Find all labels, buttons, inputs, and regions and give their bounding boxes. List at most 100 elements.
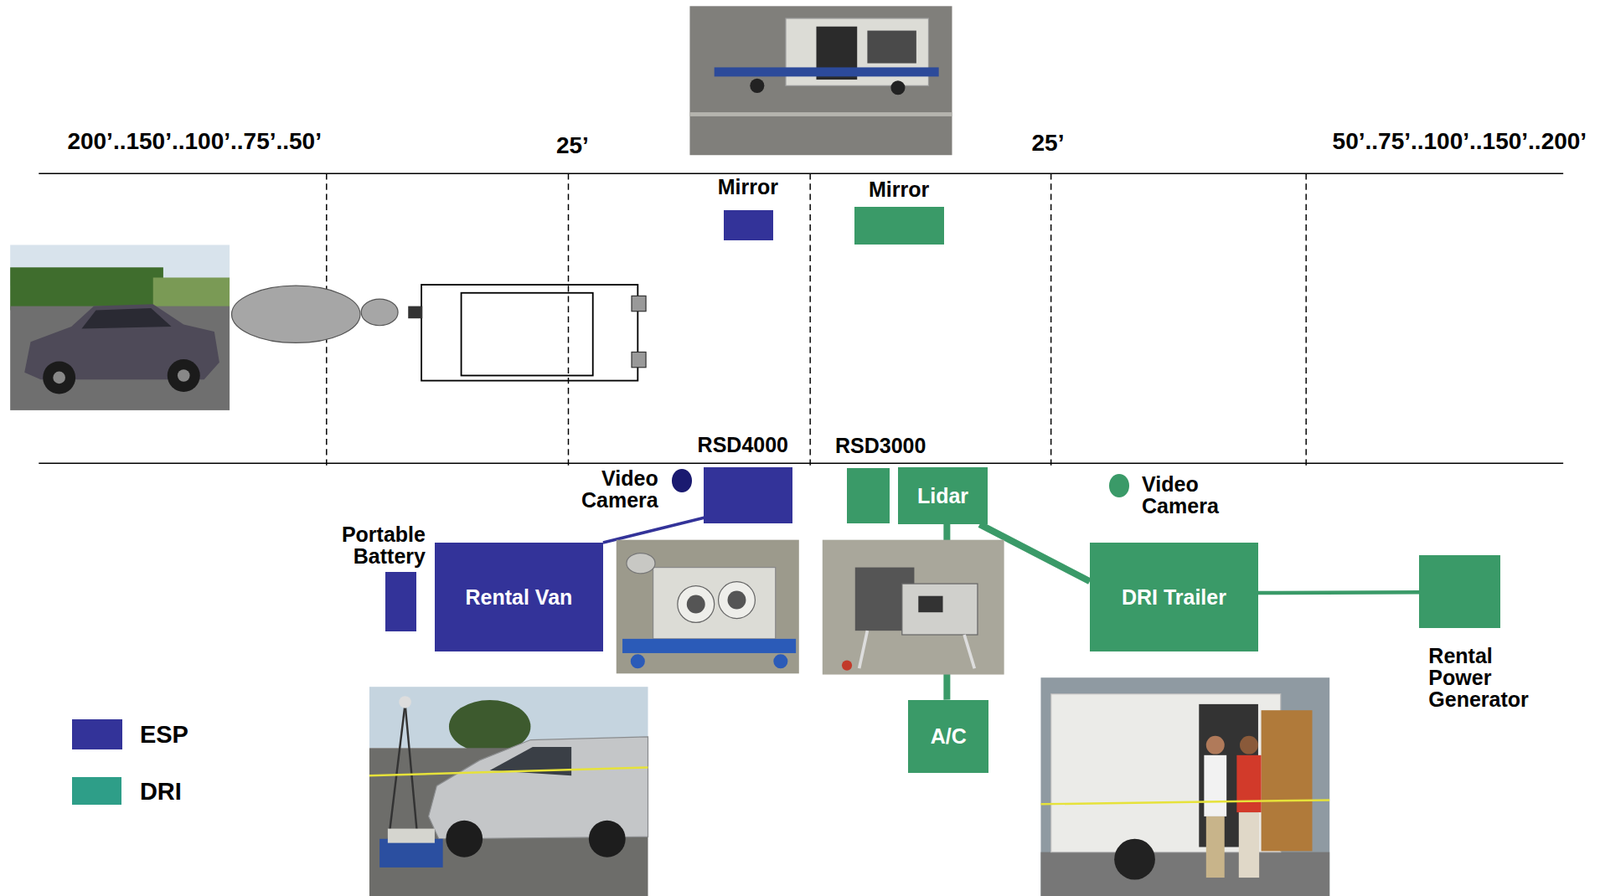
legend-label: ESP [139, 721, 189, 749]
frame-foot [773, 654, 788, 669]
trailer-wheel [890, 80, 905, 95]
person [1203, 755, 1227, 817]
ac-box: A/C [908, 700, 989, 775]
ground [1040, 852, 1330, 896]
trailer-photo [1040, 677, 1330, 896]
instrument-box [653, 567, 776, 640]
sensor-box: RSD3000 [846, 468, 890, 524]
connector [603, 517, 705, 543]
rsd4000-photo [616, 540, 800, 675]
distance-label: 25’ [556, 132, 589, 160]
trailer-window [867, 30, 916, 64]
sensor-box: RSD4000 [703, 467, 793, 524]
node-label: Mirror [868, 178, 930, 201]
node-label: RSD4000 [697, 433, 789, 456]
car-photo [10, 244, 230, 410]
stand-leg [859, 630, 868, 669]
detector-lens [686, 594, 706, 614]
sky [1040, 677, 1330, 896]
legend-swatch [72, 719, 123, 751]
van-wheel [445, 820, 483, 858]
lidar-window [918, 596, 943, 613]
node-label: RSD3000 [835, 434, 926, 457]
distance-marker [567, 173, 569, 466]
box-label: Rental Van [464, 586, 573, 609]
detector-port [718, 582, 756, 620]
hedge [10, 267, 164, 310]
instrument-frame [622, 639, 796, 654]
person-legs [1206, 816, 1225, 878]
tripod-leg [405, 704, 419, 848]
trailer-frame [714, 67, 940, 77]
mirror-box: Mirror [854, 206, 945, 245]
frame-foot [630, 654, 646, 669]
car-wheel [167, 359, 201, 393]
trailer-box: DRI Trailer [1089, 542, 1259, 652]
box-label: DRI Trailer [1121, 586, 1227, 609]
person-head [1206, 736, 1225, 755]
connector-line [1258, 590, 1420, 595]
trailer-wheel [749, 78, 764, 93]
vehicle-cabin [461, 293, 594, 377]
node-label: Video Camera [570, 467, 659, 511]
mirror-box: Mirror [723, 210, 775, 242]
photo-ground [616, 540, 800, 675]
node-label: Video Camera [1141, 473, 1230, 517]
distance-marker [1050, 173, 1052, 466]
van-photo [369, 686, 649, 896]
battery-box: Portable Battery [385, 572, 417, 632]
lidar-photo [822, 540, 1005, 676]
wheel-hub [177, 369, 191, 382]
camera-dot: Video Camera [1109, 474, 1130, 498]
headlight [631, 295, 646, 311]
exhaust-plume [232, 285, 361, 343]
detector-lens [727, 591, 747, 610]
exhaust-plume [361, 299, 398, 326]
trailer-door [1261, 710, 1313, 852]
lidar-optics [902, 583, 978, 635]
box-label: Lidar [917, 485, 969, 507]
road-edge [38, 172, 1564, 175]
headlight [631, 351, 646, 367]
node-label: Portable Battery [331, 523, 426, 568]
distance-label: 200’..150’..100’..75’..50’ [67, 128, 322, 155]
vehicle-outline [421, 284, 638, 382]
generator-box: Rental Power Generator [1419, 555, 1500, 630]
trailer-wheel [1114, 839, 1156, 881]
safety-tape [1040, 800, 1330, 805]
trailer-photo [689, 5, 952, 155]
camera-dot: Video Camera [671, 469, 692, 493]
node-label: Mirror [717, 175, 779, 198]
lot-stripe [689, 112, 952, 117]
safety-tape [369, 767, 649, 776]
asphalt [689, 5, 952, 155]
road-edge [38, 462, 1564, 465]
distance-marker [809, 173, 811, 466]
vehicle-box: Rental Van [434, 542, 604, 652]
node-label: Rental Power Generator [1428, 645, 1544, 711]
wheel-hub [52, 371, 66, 385]
lawn [153, 277, 230, 310]
van-wheel [588, 820, 626, 858]
camera-head [398, 696, 412, 709]
stand-leg [964, 634, 975, 669]
legend-label: DRI [139, 778, 182, 806]
person [1236, 755, 1261, 813]
detector-port [677, 586, 715, 624]
cable-reel [841, 660, 852, 671]
person-legs [1238, 812, 1260, 878]
lidar-box: Lidar [898, 467, 988, 525]
legend-swatch [72, 777, 121, 806]
person-head [1239, 736, 1259, 755]
distance-marker [1305, 173, 1306, 466]
tailpipe [407, 306, 423, 320]
distance-label: 50’..75’..100’..150’..200’ [1332, 128, 1588, 155]
car-window [81, 308, 171, 329]
photo-ground [822, 540, 1005, 676]
box-label: A/C [930, 725, 967, 748]
connector [1258, 592, 1420, 594]
connector-line [603, 517, 705, 543]
detector-unit [387, 829, 435, 844]
lamp [626, 553, 656, 574]
car-wheel [42, 361, 76, 394]
